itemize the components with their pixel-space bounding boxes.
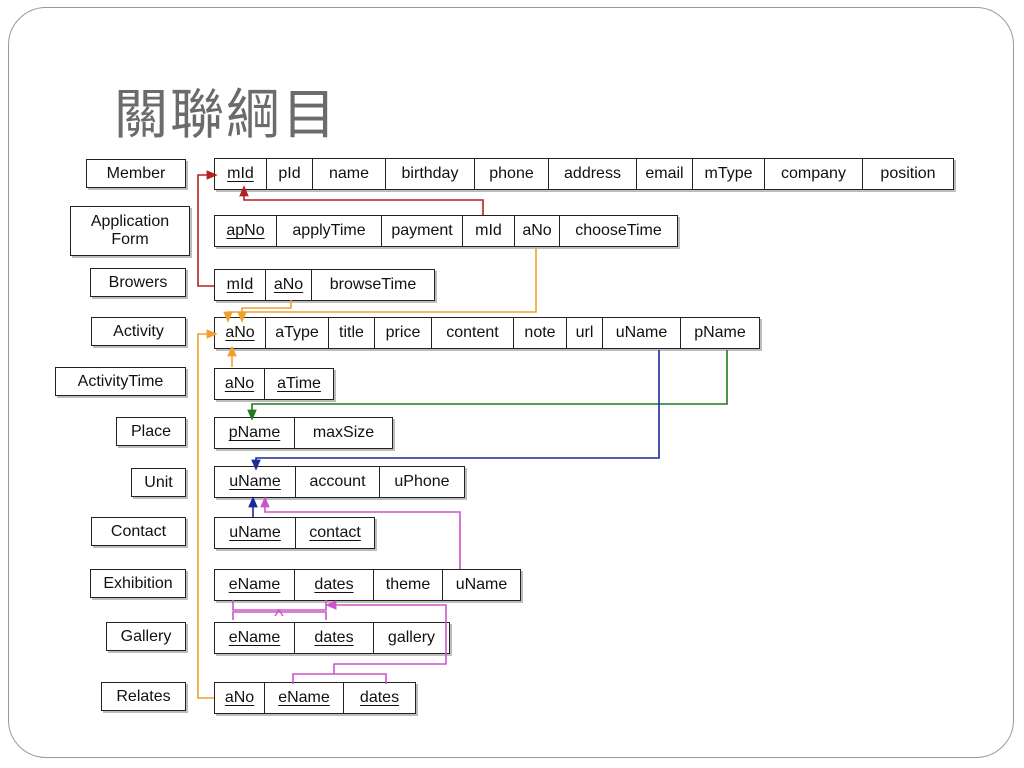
fk-activity-uname: [251, 350, 660, 471]
page-title: 關聯綱目: [114, 83, 338, 146]
entity-application-form: Application Form: [70, 206, 190, 256]
entity-label: Relates: [116, 687, 171, 705]
column-address: address: [549, 159, 637, 189]
column-theme: theme: [374, 570, 443, 600]
table-activitytime: aNo aTime: [214, 368, 334, 400]
entity-label: Browers: [108, 273, 168, 291]
primary-key-ename: eName: [215, 623, 295, 653]
primary-key-atime: aTime: [277, 375, 321, 392]
primary-key-pname: pName: [215, 418, 295, 448]
fk-activity-pname: [247, 350, 728, 421]
entity-label: Activity: [113, 322, 164, 340]
table-place: pName maxSize: [214, 417, 393, 449]
entity-label: Application Form: [90, 213, 170, 248]
column-content: content: [432, 318, 514, 348]
entity-label: ActivityTime: [77, 372, 164, 390]
fk-browers-mid: [197, 170, 218, 287]
column-phone: phone: [475, 159, 549, 189]
primary-key-uname: uName: [215, 518, 296, 548]
column-pid: pId: [267, 159, 313, 189]
primary-key-ano: aNo: [215, 318, 266, 348]
primary-key-ano: aNo: [215, 683, 265, 713]
primary-key-mid: mId: [215, 159, 267, 189]
entity-contact: Contact: [91, 517, 186, 546]
column-gallery: gallery: [387, 629, 436, 646]
fk-applicationform-mid: [239, 185, 484, 215]
entity-exhibition: Exhibition: [90, 569, 186, 598]
entity-label: Place: [130, 422, 172, 440]
entity-activity: Activity: [91, 317, 186, 346]
column-uname: uName: [455, 576, 508, 593]
primary-key-contact: contact: [309, 524, 361, 541]
column-company: company: [765, 159, 863, 189]
column-maxsize: maxSize: [312, 424, 375, 441]
entity-relates: Relates: [101, 682, 186, 711]
column-email: email: [637, 159, 693, 189]
fk-relates-to-exhibition: [325, 600, 447, 674]
column-account: account: [296, 467, 380, 497]
fk-gallery-ename-dates: [232, 611, 327, 620]
column-position: position: [880, 165, 936, 182]
primary-key-ano: aNo: [215, 369, 265, 399]
column-payment: payment: [382, 216, 463, 246]
primary-key-dates: dates: [359, 689, 400, 706]
column-applytime: applyTime: [277, 216, 382, 246]
primary-key-ename: eName: [265, 683, 344, 713]
column-pname: pName: [694, 324, 746, 341]
primary-key-apno: apNo: [215, 216, 277, 246]
column-name: name: [313, 159, 386, 189]
entity-unit: Unit: [131, 468, 186, 497]
fk-exhibition-uname: [260, 496, 461, 569]
fk-relates-ano: [197, 329, 218, 699]
entity-place: Place: [116, 417, 186, 446]
entity-label: Member: [106, 164, 166, 182]
fk-applicationform-ano: [223, 248, 537, 323]
column-title: title: [329, 318, 375, 348]
entity-label: Unit: [144, 473, 173, 491]
primary-key-uname: uName: [215, 467, 296, 497]
entity-label: Contact: [110, 522, 167, 540]
fk-relates-ename-dates: [292, 673, 387, 684]
column-price: price: [375, 318, 432, 348]
entity-activitytime: ActivityTime: [55, 367, 186, 396]
primary-key-mid: mId: [215, 270, 266, 300]
column-mid: mId: [463, 216, 515, 246]
column-atype: aType: [266, 318, 329, 348]
fk-exhibition-arrowhead: [274, 608, 284, 617]
fk-exhibition-ename-dates: [232, 600, 327, 611]
entity-gallery: Gallery: [106, 622, 186, 651]
column-birthday: birthday: [386, 159, 475, 189]
entity-member: Member: [86, 159, 186, 188]
entity-browers: Browers: [90, 268, 186, 297]
primary-key-dates: dates: [295, 570, 374, 600]
column-note: note: [514, 318, 567, 348]
column-browsetime: browseTime: [329, 276, 417, 293]
primary-key-ename: eName: [215, 570, 295, 600]
column-uname: uName: [603, 318, 681, 348]
column-choosetime: chooseTime: [575, 222, 662, 239]
fk-browers-ano: [237, 300, 292, 323]
table-contact: uName contact: [214, 517, 375, 549]
column-uphone: uPhone: [394, 473, 450, 490]
column-mtype: mType: [693, 159, 765, 189]
primary-key-dates: dates: [295, 623, 374, 653]
column-ano: aNo: [515, 216, 560, 246]
primary-key-ano: aNo: [266, 270, 312, 300]
entity-label: Gallery: [120, 627, 172, 645]
entity-label: Exhibition: [103, 574, 173, 592]
column-url: url: [567, 318, 603, 348]
